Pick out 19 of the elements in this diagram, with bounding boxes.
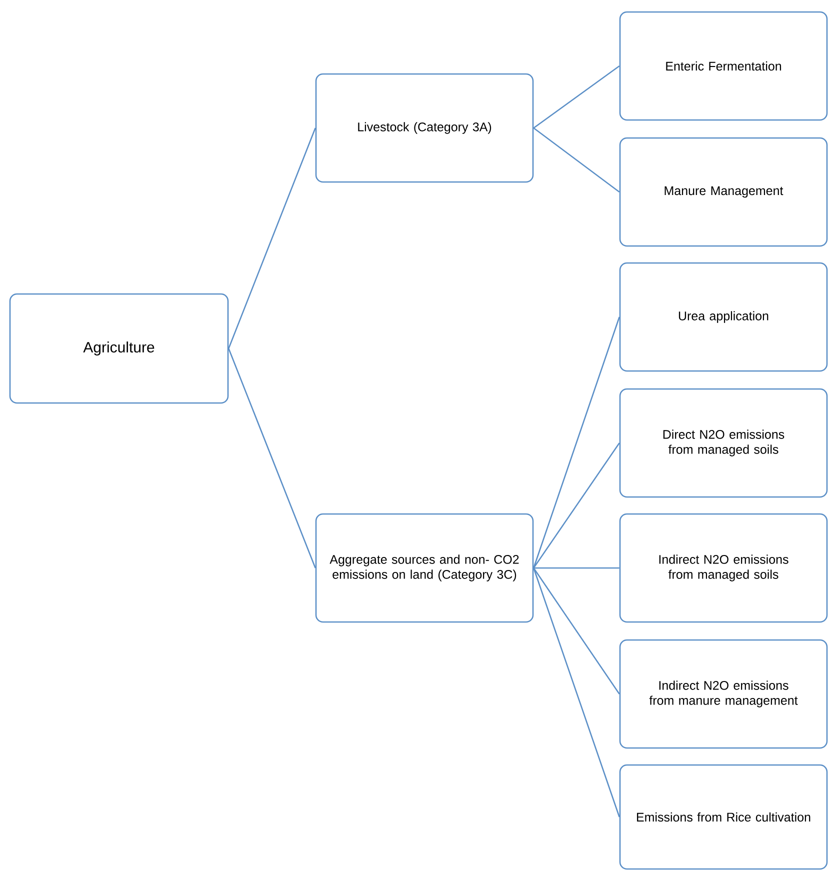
connector-line: [533, 316, 620, 568]
connector-line: [228, 128, 316, 349]
connector-line: [533, 568, 620, 694]
connector-line: [533, 65, 620, 129]
connector-line: [533, 442, 620, 568]
process-box: Manure Management: [619, 137, 828, 247]
process-box: Agriculture: [9, 293, 229, 404]
connector-line: [534, 567, 620, 569]
connector-line: [228, 348, 316, 568]
process-box: Urea application: [619, 262, 828, 372]
process-box: Livestock (Category 3A): [315, 73, 534, 183]
connector-line: [533, 127, 620, 193]
process-box: Emissions from Rice cultivation: [619, 764, 828, 870]
connector-line: [533, 568, 620, 818]
process-box: Direct N2O emissions from managed soils: [619, 388, 828, 498]
process-box: Enteric Fermentation: [619, 11, 828, 121]
process-box: Indirect N2O emissions from managed soils: [619, 513, 828, 623]
process-box: Aggregate sources and non- CO2 emissions on land (Category 3C): [315, 513, 534, 623]
process-box: Indirect N2O emissions from manure management: [619, 639, 828, 749]
